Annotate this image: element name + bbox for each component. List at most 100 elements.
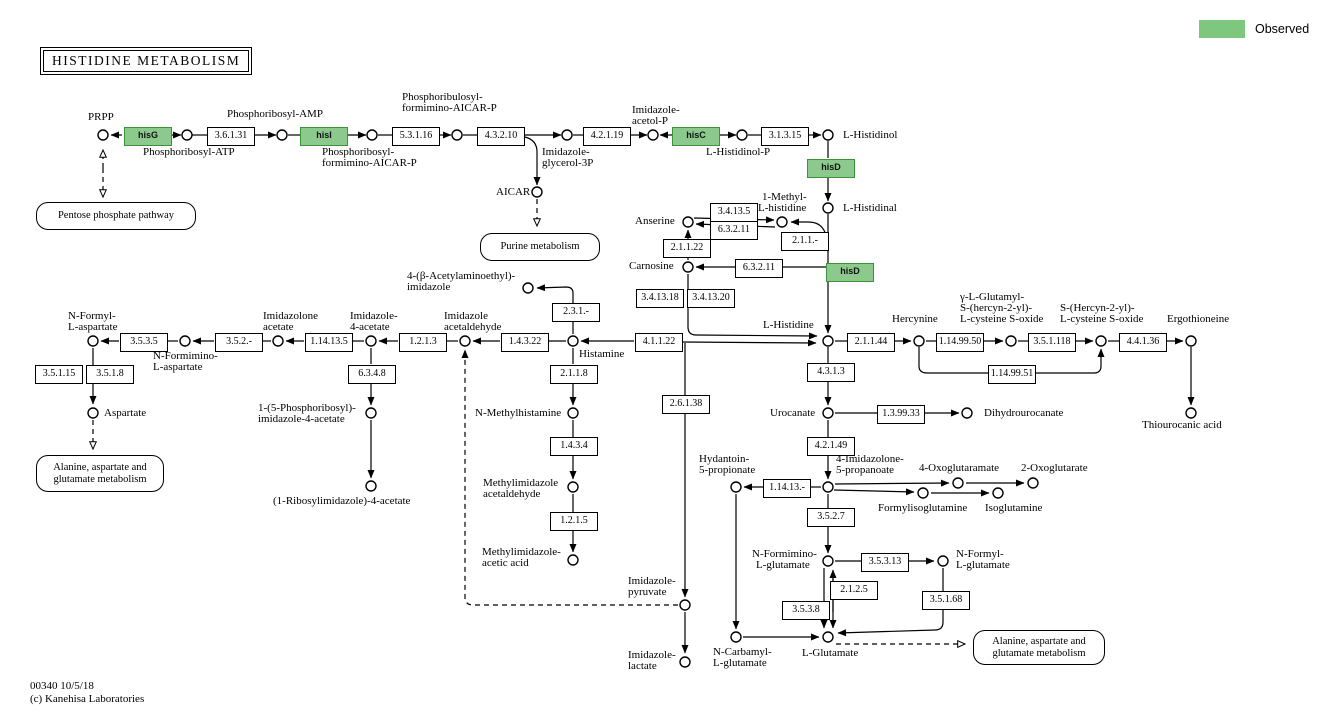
compound-node-imidazole-glycerol-3P[interactable] [561,129,573,141]
enzyme-box-1.14.13.-[interactable]: 1.14.13.- [763,478,811,498]
compound-node-isoglutamine[interactable] [992,487,1004,499]
compound-node-AICAR[interactable] [531,186,543,198]
enzyme-box-4.2.1.49[interactable]: 4.2.1.49 [807,436,855,456]
compound-node-carnosine[interactable] [682,261,694,273]
enzyme-box-3.5.3.8[interactable]: 3.5.3.8 [782,600,830,620]
enzyme-box-2.1.1.44[interactable]: 2.1.1.44 [847,332,895,352]
compound-node-phosphoribosyl-formimino-AICAR-P[interactable] [366,129,378,141]
enzyme-box-3.4.13.20[interactable]: 3.4.13.20 [687,288,735,308]
compound-node-imidazolone-acetate[interactable] [272,335,284,347]
compound-node-L-histidine[interactable] [822,335,834,347]
gene-box-hisG-observed[interactable]: hisG [124,126,172,146]
enzyme-box-2.1.1.8[interactable]: 2.1.1.8 [550,364,598,384]
compound-node-S-hercynyl-cysteine-S-oxide[interactable] [1095,335,1107,347]
enzyme-box-1.14.13.5[interactable]: 1.14.13.5 [305,332,353,352]
gene-box-hisC-observed[interactable]: hisC [672,126,720,146]
compound-node-1-methyl-L-histidine[interactable] [776,216,788,228]
enzyme-box-1.4.3.22[interactable]: 1.4.3.22 [501,332,549,352]
enzyme-box-3.4.13.5[interactable]: 3.4.13.5 [710,202,758,222]
enzyme-box-3.5.1.68[interactable]: 3.5.1.68 [922,590,970,610]
enzyme-box-3.5.2.-[interactable]: 3.5.2.- [215,332,263,352]
compound-node-hercynine[interactable] [913,335,925,347]
compound-label: Imidazole- [542,146,590,158]
compound-node-4-oxoglutaramate[interactable] [952,477,964,489]
compound-node-thiourocanic-acid[interactable] [1185,407,1197,419]
enzyme-box-1.14.99.50[interactable]: 1.14.99.50 [936,332,984,352]
enzyme-box-2.1.2.5[interactable]: 2.1.2.5 [830,580,878,600]
legend-observed-swatch [1199,20,1245,38]
compound-node-L-histidinol[interactable] [822,129,834,141]
page-title-box: HISTIDINE METABOLISM [40,47,253,75]
enzyme-box-3.5.1.118[interactable]: 3.5.1.118 [1028,332,1076,352]
compound-node-2-oxoglutarate[interactable] [1027,477,1039,489]
compound-node-gamma-L-glutamyl-S-hercynyl-cysteine-S-oxide[interactable] [1005,335,1017,347]
enzyme-box-1.2.1.5[interactable]: 1.2.1.5 [550,511,598,531]
compound-node-N-methylhistamine[interactable] [567,407,579,419]
enzyme-box-5.3.1.16[interactable]: 5.3.1.16 [392,126,440,146]
enzyme-box-2.6.1.38[interactable]: 2.6.1.38 [662,394,710,414]
compound-node-dihydrourocanate[interactable] [961,407,973,419]
enzyme-box-1.14.99.51[interactable]: 1.14.99.51 [988,364,1036,384]
compound-node-N-formimino-L-aspartate[interactable] [179,335,191,347]
enzyme-box-6.3.4.8[interactable]: 6.3.4.8 [348,364,396,384]
compound-node-N-formyl-L-aspartate[interactable] [87,335,99,347]
gene-box-hisI-observed[interactable]: hisI [300,126,348,146]
compound-node-N-formyl-L-glutamate[interactable] [937,555,949,567]
compound-node-phosphoribulosyl-formimino-AICAR-P[interactable] [451,129,463,141]
pathway-link-purine-metabolism[interactable]: Purine metabolism [480,233,600,261]
gene-box-hisD-observed[interactable]: hisD [826,262,874,282]
enzyme-box-3.5.1.8[interactable]: 3.5.1.8 [86,364,134,384]
compound-node-anserine[interactable] [682,216,694,228]
compound-node-imidazole-lactate[interactable] [679,656,691,668]
compound-node-hydantoin-5-propionate[interactable] [730,481,742,493]
enzyme-box-4.4.1.36[interactable]: 4.4.1.36 [1119,332,1167,352]
pathway-link-pentose-phosphate-pathway[interactable]: Pentose phosphate pathway [36,202,196,230]
enzyme-box-2.3.1.-[interactable]: 2.3.1.- [552,302,600,322]
compound-node-methylimidazole-acetic-acid[interactable] [567,554,579,566]
compound-node-methylimidazole-acetaldehyde[interactable] [567,481,579,493]
enzyme-box-3.5.2.7[interactable]: 3.5.2.7 [807,507,855,527]
enzyme-box-3.4.13.18[interactable]: 3.4.13.18 [636,288,684,308]
compound-label: 1-Methyl- [762,191,807,203]
compound-node-aspartate[interactable] [87,407,99,419]
compound-node-formylisoglutamine[interactable] [917,487,929,499]
compound-node-histamine[interactable] [567,335,579,347]
compound-node-imidazole-acetol-P[interactable] [647,129,659,141]
enzyme-box-3.1.3.15[interactable]: 3.1.3.15 [761,126,809,146]
enzyme-box-4.3.1.3[interactable]: 4.3.1.3 [807,362,855,382]
compound-node-imidazole-acetaldehyde[interactable] [459,335,471,347]
enzyme-box-1.2.1.3[interactable]: 1.2.1.3 [399,332,447,352]
compound-node-N-formimino-L-glutamate[interactable] [822,555,834,567]
compound-node-N-carbamyl-L-glutamate[interactable] [730,631,742,643]
compound-node-L-glutamate[interactable] [822,631,834,643]
enzyme-box-4.2.1.19[interactable]: 4.2.1.19 [583,126,631,146]
enzyme-box-3.5.3.13[interactable]: 3.5.3.13 [861,552,909,572]
compound-node-imidazole-pyruvate[interactable] [679,599,691,611]
compound-node-phosphoribosyl-ATP[interactable] [181,129,193,141]
enzyme-box-1.4.3.4[interactable]: 1.4.3.4 [550,436,598,456]
compound-node-L-histidinol-P[interactable] [736,129,748,141]
compound-node-L-histidinal[interactable] [822,202,834,214]
enzyme-box-3.5.1.15[interactable]: 3.5.1.15 [35,364,83,384]
enzyme-box-4.1.1.22[interactable]: 4.1.1.22 [635,332,683,352]
compound-node-PRPP[interactable] [97,129,109,141]
enzyme-box-2.1.1.-[interactable]: 2.1.1.- [781,231,829,251]
enzyme-box-3.5.3.5[interactable]: 3.5.3.5 [120,332,168,352]
compound-node-4-imidazolone-5-propanoate[interactable] [822,481,834,493]
enzyme-box-6.3.2.11[interactable]: 6.3.2.11 [710,220,758,240]
enzyme-box-4.3.2.10[interactable]: 4.3.2.10 [477,126,525,146]
enzyme-box-2.1.1.22[interactable]: 2.1.1.22 [663,238,711,258]
compound-node-imidazole-4-acetate[interactable] [365,335,377,347]
compound-node-urocanate[interactable] [822,407,834,419]
compound-node-ergothioneine[interactable] [1185,335,1197,347]
enzyme-box-1.3.99.33[interactable]: 1.3.99.33 [877,404,925,424]
enzyme-box-6.3.2.11[interactable]: 6.3.2.11 [735,258,783,278]
gene-box-hisD-observed[interactable]: hisD [807,158,855,178]
compound-node-1-ribosylimidazole-4-acetate[interactable] [365,480,377,492]
compound-node-phosphoribosyl-AMP[interactable] [276,129,288,141]
compound-node-1-5-phosphoribosyl-imidazole-4-acetate[interactable] [365,407,377,419]
enzyme-box-3.6.1.31[interactable]: 3.6.1.31 [207,126,255,146]
compound-node-4-beta-acetylaminoethyl-imidazole[interactable] [522,282,534,294]
